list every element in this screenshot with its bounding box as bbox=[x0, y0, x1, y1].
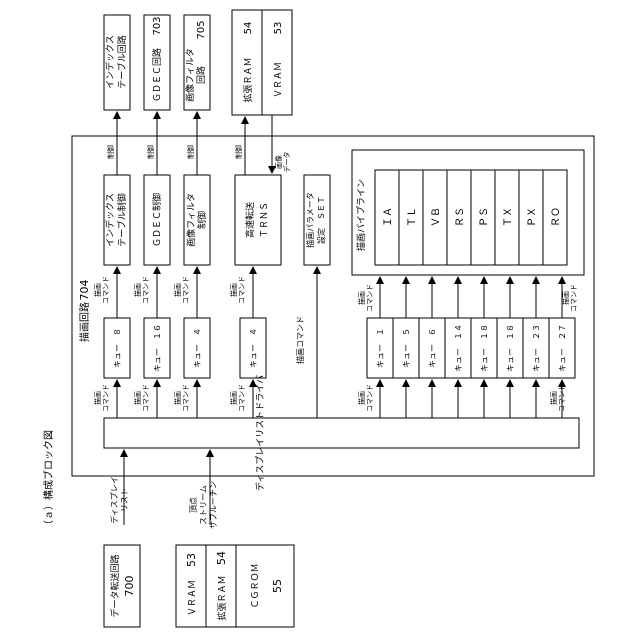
cmd-lower-1-b: コマンド bbox=[102, 384, 110, 412]
trns-line2: ＴＲＮＳ bbox=[260, 202, 270, 238]
image-filter-circuit-line1: 画像フィルタ bbox=[184, 48, 196, 102]
display-list-driver-box bbox=[104, 418, 579, 448]
ext-ram-number: 54 bbox=[243, 22, 254, 35]
index-table-ctrl-line2: テーブル制御 bbox=[116, 193, 128, 246]
cmd-upper-2-a: 描画 bbox=[133, 283, 142, 297]
left-queue-2-label: キュー １６ bbox=[153, 324, 162, 372]
vertex-stream-line2: ストリーム bbox=[199, 485, 208, 525]
cmd-upper-pipeline-c: 描画 bbox=[561, 291, 570, 305]
right-queue-5-label: キュー １８ bbox=[480, 324, 489, 372]
cmd-upper-3-a: 描画 bbox=[173, 283, 182, 297]
pipeline-stage-6: ＴＸ bbox=[503, 207, 514, 227]
ext-ram-bottom-number: 54 bbox=[215, 551, 228, 565]
set-line1: 描画パラメータ bbox=[305, 192, 315, 248]
image-filter-ctrl-line2: 制御 bbox=[196, 211, 208, 229]
cmd-lower-2-b: コマンド bbox=[142, 384, 150, 412]
cmd-lower-3-b: コマンド bbox=[182, 384, 190, 412]
data-transfer-label: データ転送回路 bbox=[109, 554, 121, 617]
draw-command-to-set: 描画コマンド bbox=[295, 316, 305, 364]
image-filter-ctrl-line1: 画像フィルタ bbox=[185, 193, 197, 247]
left-queue-4-label: キュー ４ bbox=[249, 328, 258, 368]
circuit-number: 704 bbox=[78, 280, 91, 301]
right-queue-2-label: キュー ５ bbox=[402, 328, 411, 368]
vram-top-number: 53 bbox=[273, 22, 284, 35]
cmd-upper-3-b: コマンド bbox=[182, 276, 190, 304]
right-queue-7-label: キュー ２３ bbox=[532, 324, 541, 372]
cmd-upper-1-b: コマンド bbox=[102, 276, 110, 304]
cmd-lower-6-a: 描画 bbox=[549, 391, 558, 405]
cmd-upper-pipeline-d: コマンド bbox=[570, 284, 578, 312]
cmd-upper-2-b: コマンド bbox=[142, 276, 150, 304]
cmd-lower-4-b: コマンド bbox=[238, 384, 246, 412]
vertex-stream-line3: サブルーチン bbox=[208, 481, 218, 529]
pipeline-stage-8: ＲＯ bbox=[551, 207, 562, 227]
cmd-upper-pipeline-a: 描画 bbox=[357, 291, 366, 305]
figure-caption: （ａ）構成ブロック図 bbox=[42, 430, 55, 530]
right-queue-6-label: キュー １８ bbox=[506, 324, 515, 372]
data-transfer-number: 700 bbox=[123, 576, 136, 597]
control-label-4: 制御 bbox=[234, 145, 243, 159]
set-line2: 設定 ＳＥＴ bbox=[316, 196, 326, 244]
index-table-circuit-line1: インデックス bbox=[104, 35, 116, 89]
cmd-upper-4-a: 描画 bbox=[229, 283, 238, 297]
vertex-stream-line1: 頂点 bbox=[189, 497, 198, 513]
display-list-driver-label: ディスプレイリストドライバ bbox=[254, 375, 266, 491]
left-queue-3-label: キュー ４ bbox=[193, 328, 202, 368]
image-filter-circuit-number: 705 bbox=[196, 20, 207, 39]
right-queue-3-label: キュー ６ bbox=[428, 328, 437, 368]
trns-line1: 高速転送 bbox=[244, 202, 256, 238]
display-list-line1: ディスプレイ bbox=[109, 476, 119, 523]
right-queue-8-label: キュー ２７ bbox=[558, 324, 567, 372]
gdec-circuit-label: ＧＤＥＣ回路 bbox=[151, 48, 163, 102]
cgrom-label: ＣＧＲＯＭ bbox=[251, 563, 261, 608]
image-data-line1: 画像 bbox=[274, 155, 283, 169]
image-filter-circuit-line2: 回路 bbox=[195, 66, 207, 84]
vram-bottom-label: ＶＲＡＭ bbox=[188, 580, 198, 616]
gdec-circuit-number: 703 bbox=[152, 16, 163, 35]
left-queue-1-label: キュー ８ bbox=[113, 328, 122, 368]
ext-ram-label: 拡張ＲＡＭ bbox=[242, 57, 254, 102]
cmd-lower-5-a: 描画 bbox=[357, 391, 366, 405]
control-label-3: 制御 bbox=[186, 145, 195, 159]
index-table-circuit-line2: テーブル回路 bbox=[116, 35, 128, 88]
right-queue-4-label: キュー １４ bbox=[454, 324, 463, 372]
trns-box bbox=[235, 175, 281, 265]
cmd-lower-5-b: コマンド bbox=[366, 384, 374, 412]
gdec-ctrl-label: ＧＤＥＣ制御 bbox=[151, 193, 163, 247]
drawing-circuit-frame bbox=[72, 136, 594, 476]
right-queue-1-label: キュー １ bbox=[376, 328, 385, 368]
index-table-ctrl-line1: インデックス bbox=[104, 193, 116, 247]
vram-bottom-number: 53 bbox=[185, 553, 198, 567]
control-label-1: 制御 bbox=[106, 145, 115, 159]
display-list-line2: リスト bbox=[120, 488, 129, 512]
pipeline-stage-7: ＰＸ bbox=[527, 207, 538, 227]
pipeline-stage-4: ＲＳ bbox=[455, 207, 466, 227]
cmd-lower-3-a: 描画 bbox=[173, 391, 182, 405]
cmd-upper-4-b: コマンド bbox=[238, 276, 246, 304]
pipeline-stage-1: ＩＡ bbox=[383, 207, 394, 227]
cmd-lower-6-b: コマンド bbox=[558, 384, 566, 412]
cmd-lower-2-a: 描画 bbox=[133, 391, 142, 405]
cmd-upper-1-a: 描画 bbox=[93, 283, 102, 297]
pipeline-stage-5: ＰＳ bbox=[479, 207, 490, 227]
image-data-line2: データ bbox=[282, 152, 291, 173]
ext-ram-bottom-label: 拡張ＲＡＭ bbox=[216, 575, 228, 620]
vram-top-label: ＶＲＡＭ bbox=[274, 62, 284, 98]
control-label-2: 制御 bbox=[146, 145, 155, 159]
pipeline-stage-2: ＴＬ bbox=[407, 207, 418, 227]
cmd-lower-4-a: 描画 bbox=[229, 391, 238, 405]
cgrom-number: 55 bbox=[271, 579, 284, 593]
cmd-upper-pipeline-b: コマンド bbox=[366, 284, 374, 312]
circuit-label: 描画回路 bbox=[78, 302, 91, 342]
cmd-lower-1-a: 描画 bbox=[93, 391, 102, 405]
pipeline-stage-3: ＶＢ bbox=[431, 207, 442, 227]
pipeline-title: 描画パイプライン bbox=[355, 179, 367, 251]
